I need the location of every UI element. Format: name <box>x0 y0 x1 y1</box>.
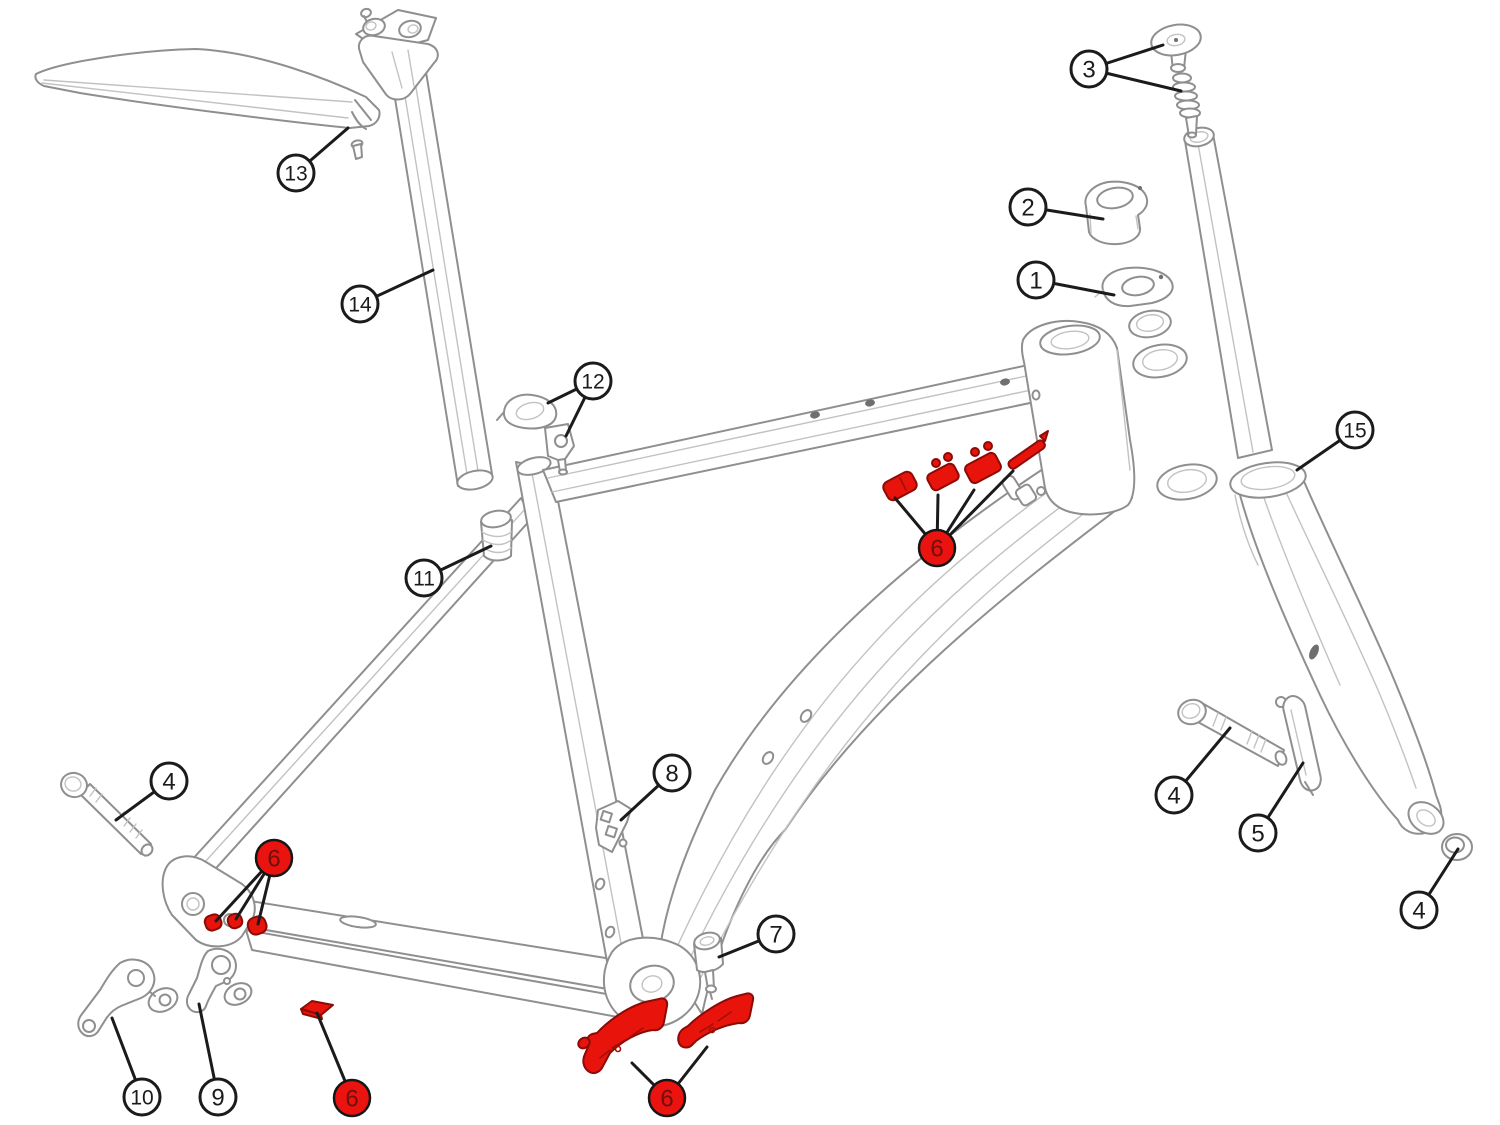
callout-badge <box>1399 890 1439 930</box>
callout-badge <box>1016 260 1056 300</box>
callout-number: 13 <box>284 163 307 186</box>
frame-front-triangle <box>515 320 1136 1028</box>
highlighted-grommets-top <box>882 430 1049 502</box>
callout-number: 4 <box>1412 898 1425 925</box>
crown-race-bearing <box>1156 463 1218 501</box>
callout-badge <box>652 753 692 793</box>
callout-11-seat-tube-insert: 11 <box>404 544 493 598</box>
cone-spacer <box>1084 180 1149 246</box>
callout-10-derailleur-hanger-long: 10 <box>110 1016 162 1117</box>
axle-washer <box>1441 833 1473 861</box>
callout-number: 6 <box>345 1086 358 1113</box>
callout-number: 6 <box>930 536 943 563</box>
callout-badge <box>1154 775 1194 815</box>
callout-badge <box>647 1078 687 1118</box>
callout-number: 12 <box>581 371 604 394</box>
front-thru-axle <box>1177 698 1288 767</box>
callout-badge <box>198 1077 238 1117</box>
callout-badge <box>340 284 380 324</box>
stem-top-cap <box>1150 23 1202 73</box>
callout-8-derailleur-mount: 8 <box>619 753 692 822</box>
callout-number: 5 <box>1251 821 1264 848</box>
callout-badge <box>1238 813 1278 853</box>
headset-stack <box>1084 23 1218 501</box>
frame-plug <box>693 931 724 1000</box>
callout-number: 14 <box>348 294 372 317</box>
callout-number: 4 <box>1167 783 1180 810</box>
callout-4-axle-washer: 4 <box>1399 847 1460 930</box>
callout-7-frame-plug: 7 <box>717 914 796 959</box>
cover-screw <box>350 139 364 160</box>
callout-layer: 13 14 3 2 1 15 12 11 8 7 4 10 9 4 5 4 6 6 6 6 <box>110 43 1460 1118</box>
callout-number: 3 <box>1082 57 1095 84</box>
callout-badge <box>122 1077 162 1117</box>
callout-badge <box>573 361 613 401</box>
seat-tube-insert <box>480 509 513 562</box>
callout-badge <box>404 558 444 598</box>
callout-badge <box>276 153 316 193</box>
callout-9-derailleur-hanger: 9 <box>197 1002 238 1117</box>
callout-number: 6 <box>267 846 280 873</box>
callout-6-grommet-wedge: 6 <box>315 1011 372 1118</box>
fork-guide <box>1275 695 1322 796</box>
callout-badge <box>756 914 796 954</box>
callout-4-front-thru-axle: 4 <box>1154 726 1232 815</box>
callout-number: 2 <box>1021 195 1034 222</box>
front-derailleur-mount <box>595 800 632 853</box>
callout-1-headset-top-cover: 1 <box>1016 260 1116 300</box>
rear-triangle <box>161 497 646 1023</box>
callout-number: 4 <box>162 769 175 796</box>
callout-3-top-cap-and-expander: 3 <box>1069 43 1183 93</box>
callout-number: 11 <box>413 568 435 591</box>
callout-badge <box>332 1078 372 1118</box>
callout-6-grommets-top: 6 <box>893 469 1015 568</box>
callout-13-down-tube-cover: 13 <box>276 126 350 193</box>
callout-6-chain-guides: 6 <box>630 1045 709 1118</box>
callout-number: 10 <box>130 1087 153 1110</box>
steerer-expander <box>1172 72 1201 139</box>
seatpost <box>355 7 494 491</box>
callout-4-rear-thru-axle: 4 <box>114 761 189 822</box>
highlighted-wedge <box>300 1000 334 1020</box>
callout-number: 1 <box>1029 268 1042 295</box>
callout-number: 8 <box>665 761 678 788</box>
callout-5-fork-guide: 5 <box>1238 761 1305 853</box>
fork <box>1183 126 1445 835</box>
headset-bearing-upper <box>1128 309 1172 339</box>
callout-badge <box>1069 49 1109 89</box>
callout-badge <box>1008 187 1048 227</box>
callout-number: 9 <box>211 1085 224 1112</box>
callout-number: 7 <box>769 922 782 949</box>
down-tube-cover <box>34 48 381 160</box>
callout-badge <box>917 528 957 568</box>
callout-badge <box>254 838 294 878</box>
callout-6-grommets-rear: 6 <box>214 838 294 926</box>
derailleur-hanger-long <box>77 958 179 1038</box>
callout-number: 6 <box>660 1086 673 1113</box>
callout-2-headset-cone-spacer: 2 <box>1008 187 1105 227</box>
callout-badge <box>149 761 189 801</box>
callout-15-fork: 15 <box>1295 410 1375 472</box>
callout-number: 15 <box>1343 420 1366 443</box>
headset-bearing-lower <box>1132 343 1188 379</box>
rear-thru-axle <box>60 771 154 857</box>
callout-14-seatpost: 14 <box>340 268 435 324</box>
headset-top-cover <box>1094 266 1174 308</box>
callout-badge <box>1335 410 1375 450</box>
derailleur-hanger <box>185 947 253 1014</box>
highlighted-chain-guides <box>577 992 755 1075</box>
callout-12-seatpost-clamp: 12 <box>546 361 613 438</box>
